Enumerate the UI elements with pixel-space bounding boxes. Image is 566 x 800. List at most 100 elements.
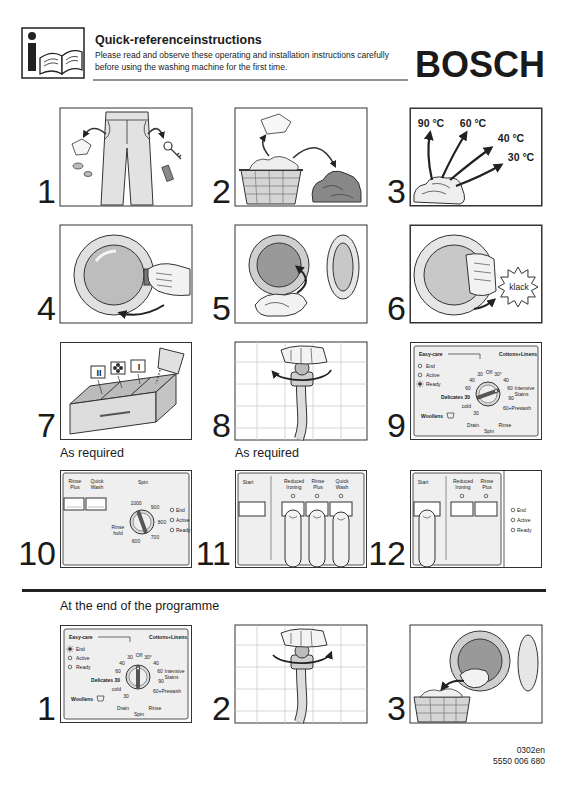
start-picture [413, 470, 515, 568]
dial-label: Ready [76, 665, 90, 671]
temperature-picture [410, 108, 542, 206]
step-number: 9 [387, 408, 406, 442]
control-label: End [176, 508, 185, 514]
tap-close-picture [273, 653, 331, 663]
step-panel: StartReduced IroningRinse PlusEndActiveR… [410, 470, 542, 568]
temperature-picture [450, 148, 491, 180]
drawer-picture [158, 348, 184, 374]
start-picture [484, 494, 488, 498]
tap-close-picture [235, 625, 367, 723]
brand-logo: BOSCH [415, 47, 545, 83]
sorting-picture [293, 148, 335, 166]
drawer-picture [70, 348, 184, 434]
dial-off-picture [68, 647, 72, 651]
dial-label: Ready [426, 382, 440, 388]
step-number: 3 [387, 691, 406, 725]
step-number: 7 [37, 408, 56, 442]
dial-picture [448, 354, 480, 359]
pockets-picture [162, 165, 174, 181]
options-picture [238, 473, 364, 567]
dial-label: Intensive Stains [515, 386, 541, 398]
tap-open-picture [299, 386, 302, 439]
dial-label: Spin [484, 429, 494, 435]
part-number: 5550 006 680 [493, 757, 545, 767]
options-picture [285, 510, 301, 567]
step-panel: Easy-careCottons+LinensOff304060Delicate… [60, 625, 192, 723]
pockets-picture [60, 108, 192, 206]
drawer-picture [100, 412, 130, 416]
door-close-picture [498, 267, 538, 307]
section-rule [22, 589, 546, 592]
spin-panel-picture [170, 518, 174, 522]
drawer-picture [70, 392, 156, 434]
sorting-picture [235, 108, 367, 206]
dial-off-picture [129, 668, 147, 686]
step-number: 6 [387, 291, 406, 325]
dial-label: Spin [134, 712, 144, 718]
button-label: Ready [517, 528, 531, 534]
unloading-picture [518, 635, 538, 691]
control-label: Rinse Plus [65, 479, 85, 491]
dial-off-picture [97, 696, 104, 701]
manual-icon [44, 56, 78, 66]
button-label: Start [418, 480, 429, 486]
door-open-picture [156, 273, 172, 287]
manual-icon [40, 53, 62, 74]
dial-label: 30 [123, 694, 129, 700]
dial-picture [417, 381, 424, 388]
step-panel: Rinse PlusQuick WashSpin1000900800700600… [60, 470, 192, 568]
spin-panel-picture [66, 507, 104, 508]
dial-picture [479, 385, 497, 403]
drawer-picture [113, 366, 117, 370]
drawer-picture [119, 366, 123, 370]
sound-word: klack [509, 283, 528, 293]
dial-label: End [426, 364, 435, 370]
control-label: 800 [158, 520, 166, 526]
dial-label: 90 [508, 396, 514, 402]
dial-picture [418, 364, 422, 368]
button-label: Reduced Ironing [452, 479, 474, 491]
spin-panel-picture [170, 528, 174, 532]
spin-panel-picture [86, 498, 106, 510]
button-label: End [517, 508, 526, 514]
spin-panel-picture [133, 513, 151, 531]
dial-label: 60+Prewash [503, 406, 531, 412]
spin-panel-picture [139, 513, 146, 532]
dial-off-picture [136, 667, 140, 687]
options-picture [289, 516, 345, 520]
dial-label: Intensive Stains [165, 669, 191, 681]
step-note: As required [235, 446, 299, 460]
drawer-picture [111, 362, 125, 374]
options-picture [239, 502, 265, 516]
drawer-picture [100, 378, 150, 400]
pockets-picture [101, 112, 153, 205]
loading-picture [257, 243, 301, 287]
dial-picture [476, 382, 500, 406]
dial-picture [479, 391, 498, 398]
dial-label: 40 [119, 661, 125, 667]
loading-picture [255, 293, 307, 316]
unloading-picture [450, 631, 510, 691]
dial-label: Rinse [149, 706, 162, 712]
loading-picture [327, 235, 359, 299]
drawer-picture [116, 363, 120, 367]
tap-open-picture [299, 386, 302, 439]
step-note: As required [60, 446, 124, 460]
door-close-picture [466, 254, 496, 296]
sorting-picture [243, 170, 299, 204]
loading-picture [235, 225, 367, 323]
loading-picture [249, 235, 309, 295]
step-panel: klack [410, 225, 542, 323]
dial-off-picture [67, 646, 74, 653]
pockets-picture [105, 120, 149, 144]
start-picture [460, 494, 464, 498]
unloading-picture [442, 681, 464, 689]
intro-note: Please read and observe these operating … [95, 50, 400, 74]
tap-open-picture [235, 342, 367, 440]
step-panel: 90 °C60 °C40 °C30 °C [410, 108, 542, 206]
dial-label: 30° [494, 372, 502, 378]
spin-panel-picture [130, 510, 154, 534]
tap-close-picture [235, 625, 367, 723]
start-picture [504, 470, 505, 568]
